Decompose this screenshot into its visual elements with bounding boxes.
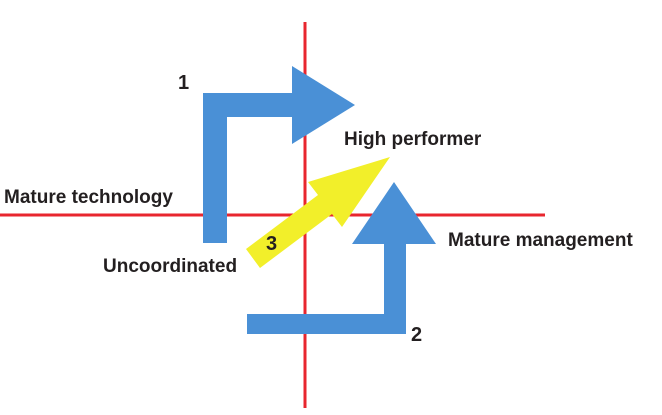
path-3-number: 3 <box>266 233 278 255</box>
path-2-number: 2 <box>411 324 423 346</box>
path-1-arrow <box>203 66 355 243</box>
path-1-number: 1 <box>178 72 190 94</box>
mature-technology-label: Mature technology <box>4 187 173 208</box>
path-3-arrow <box>246 157 390 268</box>
mature-management-label: Mature management <box>448 230 633 251</box>
path-2-arrow <box>247 182 436 334</box>
high-performer-label: High performer <box>344 129 482 150</box>
uncoordinated-label: Uncoordinated <box>103 256 238 277</box>
